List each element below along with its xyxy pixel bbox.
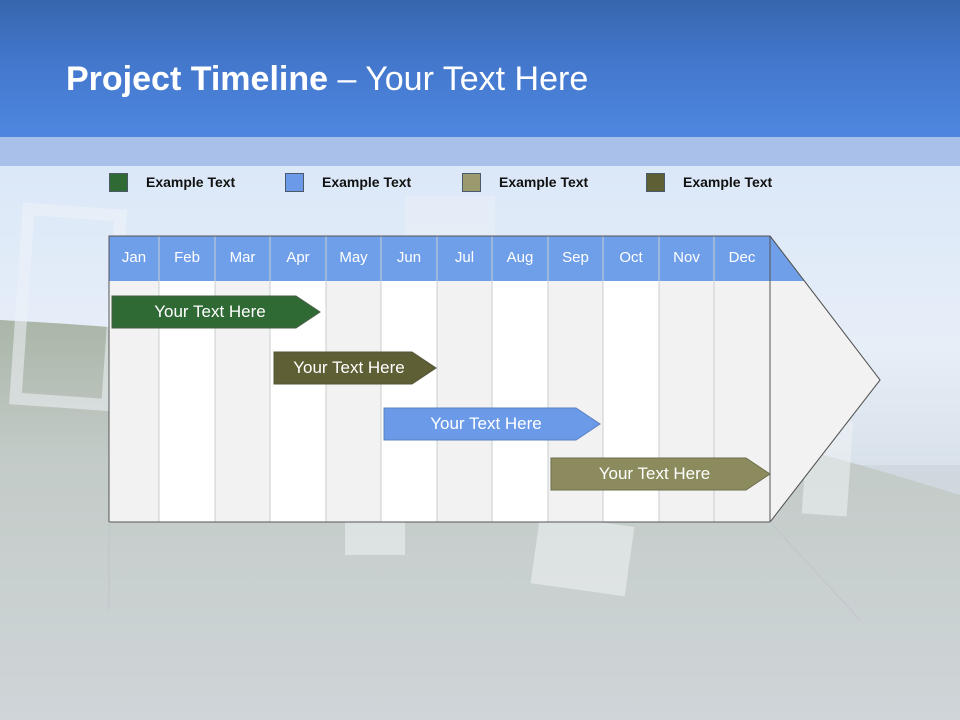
header-strip: [0, 137, 960, 166]
bar-label: Your Text Here: [598, 464, 711, 483]
month-label: Sep: [562, 249, 589, 266]
legend-item: Example Text: [285, 171, 411, 193]
month-label: May: [339, 249, 368, 266]
legend-label: Example Text: [683, 174, 773, 190]
month-label: Apr: [286, 249, 310, 266]
legend-swatch: [285, 172, 304, 192]
bar-label: Your Text Here: [430, 414, 542, 433]
bar-label: Your Text Here: [293, 358, 405, 377]
timeline-bar: [273, 351, 437, 385]
legend-label: Example Text: [499, 174, 589, 190]
legend-item: Example Text: [646, 171, 772, 193]
month-column-shade: [437, 281, 492, 522]
page-title: Project Timeline – Your Text Here: [66, 60, 588, 99]
legend-label: Example Text: [322, 174, 412, 190]
month-label: Dec: [728, 249, 756, 266]
bar-label: Your Text Here: [154, 302, 266, 321]
arrowhead-shade: [770, 281, 880, 522]
timeline-bar: [383, 407, 601, 441]
month-label: Mar: [229, 249, 256, 266]
month-label: Jan: [121, 249, 147, 266]
month-column-shade: [326, 281, 381, 522]
legend-item: Example Text: [109, 171, 235, 193]
legend-swatch: [646, 172, 665, 192]
month-label: Oct: [619, 249, 643, 266]
month-header-row: [109, 236, 804, 281]
header-band: [0, 0, 960, 137]
timeline-bar: [550, 457, 771, 491]
month-label: Nov: [673, 249, 700, 266]
legend-item: Example Text: [462, 171, 588, 193]
legend-swatch: [462, 172, 481, 192]
month-label: Jun: [396, 249, 422, 266]
title-rest: – Your Text Here: [328, 60, 589, 98]
month-label: Feb: [174, 249, 200, 266]
month-label: Aug: [506, 249, 534, 266]
legend-label: Example Text: [146, 174, 236, 190]
title-bold: Project Timeline: [66, 60, 329, 98]
month-label: Jul: [454, 249, 475, 266]
timeline-bar: [111, 295, 321, 329]
legend-swatch: [109, 172, 128, 192]
